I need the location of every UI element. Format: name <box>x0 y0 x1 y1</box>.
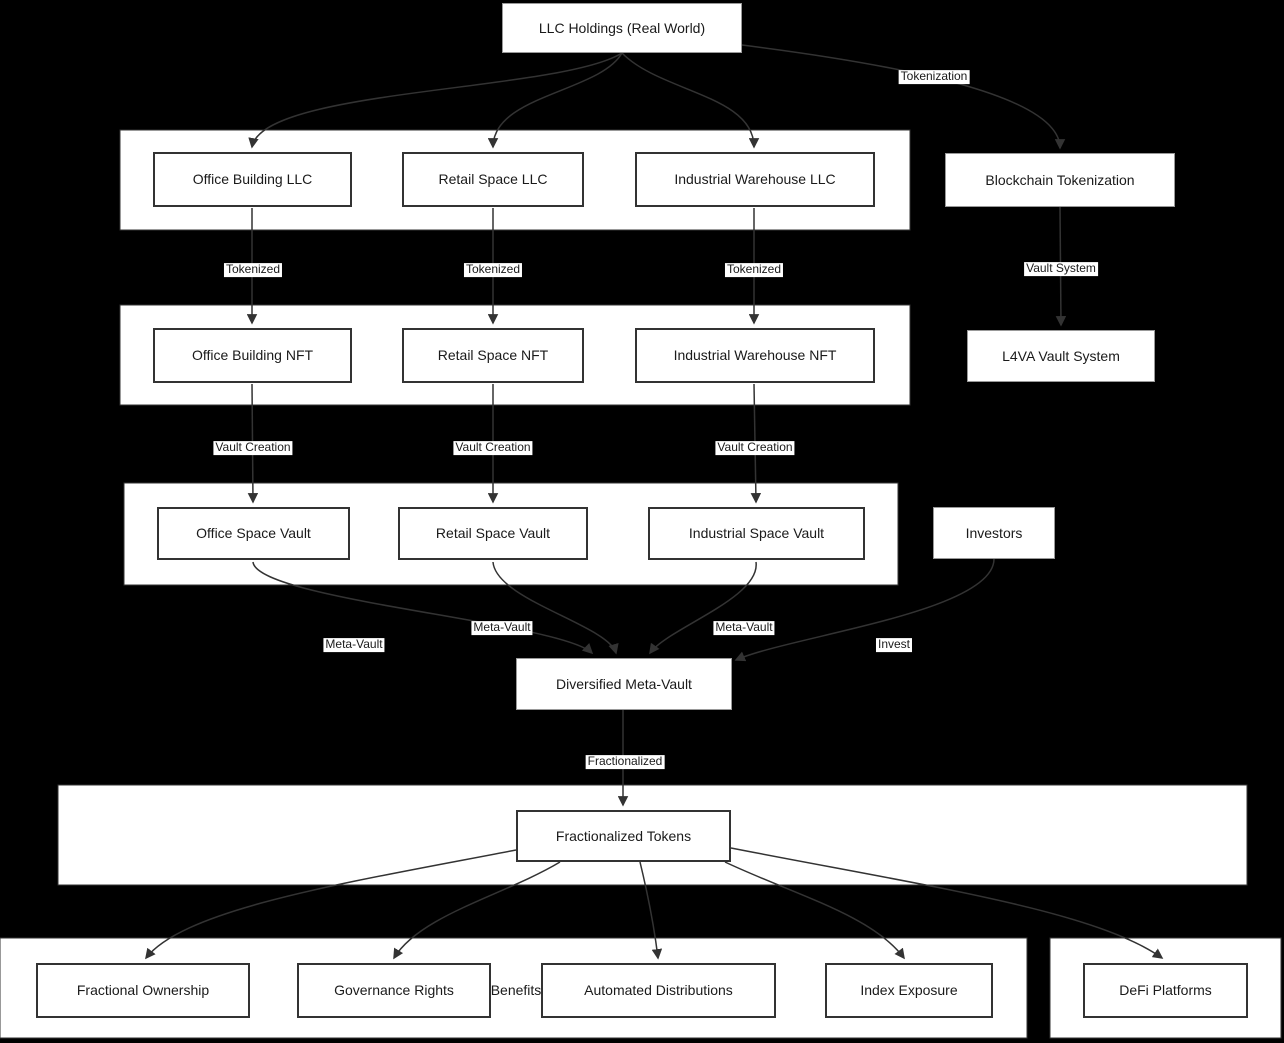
edge-investors-to-meta <box>734 558 995 662</box>
node-blockchain-tokenization: Blockchain Tokenization <box>945 153 1175 207</box>
node-fractional-ownership: Fractional Ownership <box>36 963 250 1018</box>
edge-label-vault-creation-3: Vault Creation <box>715 440 795 455</box>
node-governance-rights: Governance Rights <box>297 963 491 1018</box>
edge-office-vault-to-meta <box>252 561 594 655</box>
node-automated-distributions: Automated Distributions <box>541 963 776 1018</box>
node-industrial-warehouse-llc: Industrial Warehouse LLC <box>635 152 875 207</box>
node-office-building-llc: Office Building LLC <box>153 152 352 207</box>
edge-ft-to-index-exposure <box>724 861 905 960</box>
edge-holdings-to-industrial-llc <box>621 52 760 149</box>
node-office-space-vault: Office Space Vault <box>157 507 350 560</box>
edge-ft-to-governance-rights <box>393 861 561 960</box>
edge-label-meta-vault-2: Meta-Vault <box>471 620 533 635</box>
edge-ft-to-defi-platforms <box>730 847 1164 959</box>
node-diversified-meta-vault: Diversified Meta-Vault <box>516 658 732 710</box>
node-llc-holdings: LLC Holdings (Real World) <box>502 3 742 53</box>
node-retail-space-nft: Retail Space NFT <box>402 328 584 383</box>
edge-label-tokenized-2: Tokenized <box>463 262 523 277</box>
node-industrial-warehouse-nft: Industrial Warehouse NFT <box>635 328 875 383</box>
edge-ft-to-automated-distributions <box>639 861 663 960</box>
edge-label-tokenization: Tokenization <box>898 69 970 84</box>
edge-industrial-vault-to-meta <box>649 561 757 655</box>
edge-label-vault-creation-1: Vault Creation <box>213 440 293 455</box>
node-office-building-nft: Office Building NFT <box>153 328 352 383</box>
edge-holdings-to-office-llc <box>248 52 623 149</box>
edge-holdings-to-retail-llc <box>487 52 623 149</box>
edge-retail-vault-to-meta <box>492 561 619 655</box>
edge-ft-to-fractional-ownership <box>145 849 517 960</box>
node-index-exposure: Index Exposure <box>825 963 993 1018</box>
node-industrial-space-vault: Industrial Space Vault <box>648 507 865 560</box>
node-defi-platforms: DeFi Platforms <box>1083 963 1248 1018</box>
edge-label-invest: Invest <box>875 637 913 652</box>
edge-label-fractionalized: Fractionalized <box>585 754 665 769</box>
edge-label-vault-system: Vault System <box>1024 261 1098 276</box>
edge-holdings-to-blockchain-tokenization <box>741 44 1066 150</box>
edge-label-tokenized-3: Tokenized <box>724 262 784 277</box>
node-retail-space-llc: Retail Space LLC <box>402 152 584 207</box>
edge-label-meta-vault-1: Meta-Vault <box>323 637 385 652</box>
edge-label-vault-creation-2: Vault Creation <box>453 440 533 455</box>
edges-layer <box>145 44 1164 960</box>
node-retail-space-vault: Retail Space Vault <box>398 507 588 560</box>
node-l4va-vault-system: L4VA Vault System <box>967 330 1155 382</box>
edge-label-meta-vault-3: Meta-Vault <box>713 620 775 635</box>
edge-label-tokenized-1: Tokenized <box>223 262 283 277</box>
node-investors: Investors <box>933 507 1055 559</box>
cluster-title-benefits: Benefits <box>490 982 542 998</box>
node-fractionalized-tokens: Fractionalized Tokens <box>516 810 731 862</box>
